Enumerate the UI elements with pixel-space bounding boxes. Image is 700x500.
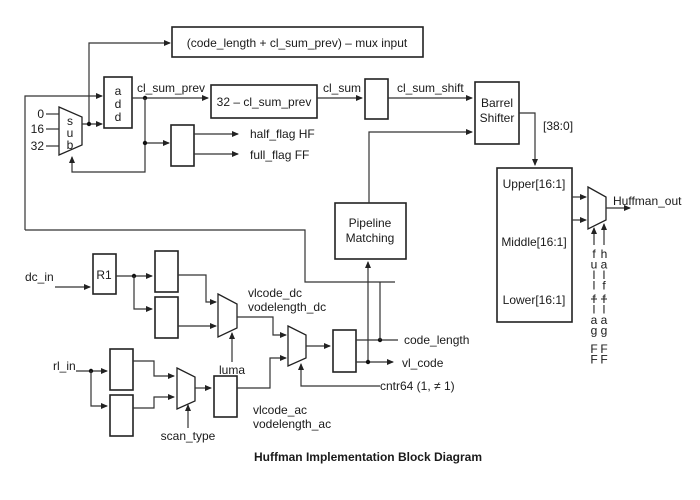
vertical-label-char: u [591,258,598,272]
wire-ac-to-final-mux [237,355,287,389]
upper-label: Upper[16:1] [503,177,566,191]
output-register: Upper[16:1] Middle[16:1] Lower[16:1] [496,167,573,323]
vertical-label-char: f [602,279,606,293]
wire-size-2 [133,276,153,312]
wire-dc1-to-mux [178,274,217,305]
vl-code-label: vl_code [402,356,444,370]
sub-char-1: u [67,126,74,140]
wire-feedback-to-sub [69,98,146,173]
dc-in-label: dc_in [25,270,54,284]
sub-32-label: 32 – cl_sum_prev [217,95,312,109]
cntr64-label: cntr64 (1, ≠ 1) [380,379,455,393]
junction-dot [86,121,92,127]
add-char-2: d [115,110,122,124]
vertical-label-char: a [601,258,608,272]
vertical-label-char: l [593,268,596,282]
vertical-label-char: a [601,313,608,327]
pipeline-matching: Pipeline Matching [334,202,407,260]
ac-table-1 [109,348,134,391]
add-char-1: d [115,97,122,111]
full-flag-label: full_flag FF [250,148,309,162]
vertical-label-char: F [590,353,597,367]
code-register [332,329,357,373]
diagram-title: Huffman Implementation Block Diagram [254,450,482,464]
vodelength-dc-label: vodelength_dc [248,300,326,314]
vertical-label-char: g [591,324,598,338]
sub-unit: s u b [58,106,83,156]
wire-sub-to-mux-input [88,40,171,124]
lower-label: Lower[16:1] [503,293,566,307]
wire-pipeline-to-barrel [368,129,473,196]
r1-label: R1 [96,268,112,282]
barrel-shifter: Barrel Shifter [474,81,520,145]
vertical-label-char: F [600,342,607,356]
vertical-label-char: F [600,353,607,367]
add-char-0: a [115,84,122,98]
dc-table-2 [154,296,179,339]
vertical-label-char: a [591,313,598,327]
sub-32-block [210,84,318,119]
huffman-out-label: Huffman_out [613,194,682,208]
cl-sum-prev-label: cl_sum_prev [137,81,205,95]
scan-type-label: scan_type [161,429,216,443]
pipeline-label-1: Matching [346,231,395,245]
luma-label: luma [219,363,245,377]
sub-char-2: b [67,138,74,152]
flag-register [170,124,195,167]
vlcode-dc-label: vlcode_dc [248,286,302,300]
vlcode-ac-label: vlcode_ac [253,403,307,417]
wire-cntr64-sel [298,363,380,387]
ac-mux [176,366,196,411]
mux-input-block: (code_length + cl_sum_prev) – mux input [171,26,424,58]
wire-feedback-code-length [25,229,395,283]
cl-sum-shift-label: cl_sum_shift [397,81,464,95]
ac-table-2 [109,394,134,437]
vertical-label-char: F [590,342,597,356]
vertical-label-char: g [601,324,608,338]
barrel-label-1: Shifter [480,111,515,125]
middle-label: Middle[16:1] [501,235,566,249]
vertical-label-char: l [593,303,596,317]
output-mux [587,185,607,231]
dc-table-1 [154,250,179,293]
vertical-label-char: l [603,303,606,317]
wire-dc-to-final-mux [237,316,287,338]
wire-feedback-to-add [24,93,103,230]
vertical-label-char: f [592,247,596,261]
junction-dot [365,359,371,365]
add-unit: a d d [103,76,133,129]
wire-bus [519,112,538,166]
sub-const-32: 32 [31,139,45,153]
sub-char-0: s [67,114,73,128]
rl-in-label: rl_in [53,359,76,373]
sub-const-16: 16 [31,122,45,136]
dc-mux [217,292,238,339]
vertical-label-char: f [602,292,606,306]
bus-label: [38:0] [543,119,573,133]
vertical-label-char: l [593,279,596,293]
vertical-label-char: h [601,247,608,261]
vodelength-ac-label: vodelength_ac [253,417,331,431]
final-mux [287,324,307,368]
vertical-label-char: l [603,268,606,282]
pipeline-label-0: Pipeline [349,216,392,230]
barrel-label-0: Barrel [481,96,513,110]
ac-register [213,375,238,418]
mux-input-label: (code_length + cl_sum_prev) – mux input [187,36,408,50]
wire-ac1-to-mux [133,360,175,379]
wire-ac2-to-mux [133,394,175,409]
sub-const-0: 0 [37,107,44,121]
r1-register: R1 [92,253,117,295]
junction-dot [142,140,148,146]
half-flag-label: half_flag HF [250,127,315,141]
wire-rl-in-2 [90,371,108,409]
cl-sum-register [364,78,389,120]
cl-sum-label: cl_sum [323,81,361,95]
vertical-label-char: f [592,292,596,306]
code-length-label: code_length [404,333,469,347]
